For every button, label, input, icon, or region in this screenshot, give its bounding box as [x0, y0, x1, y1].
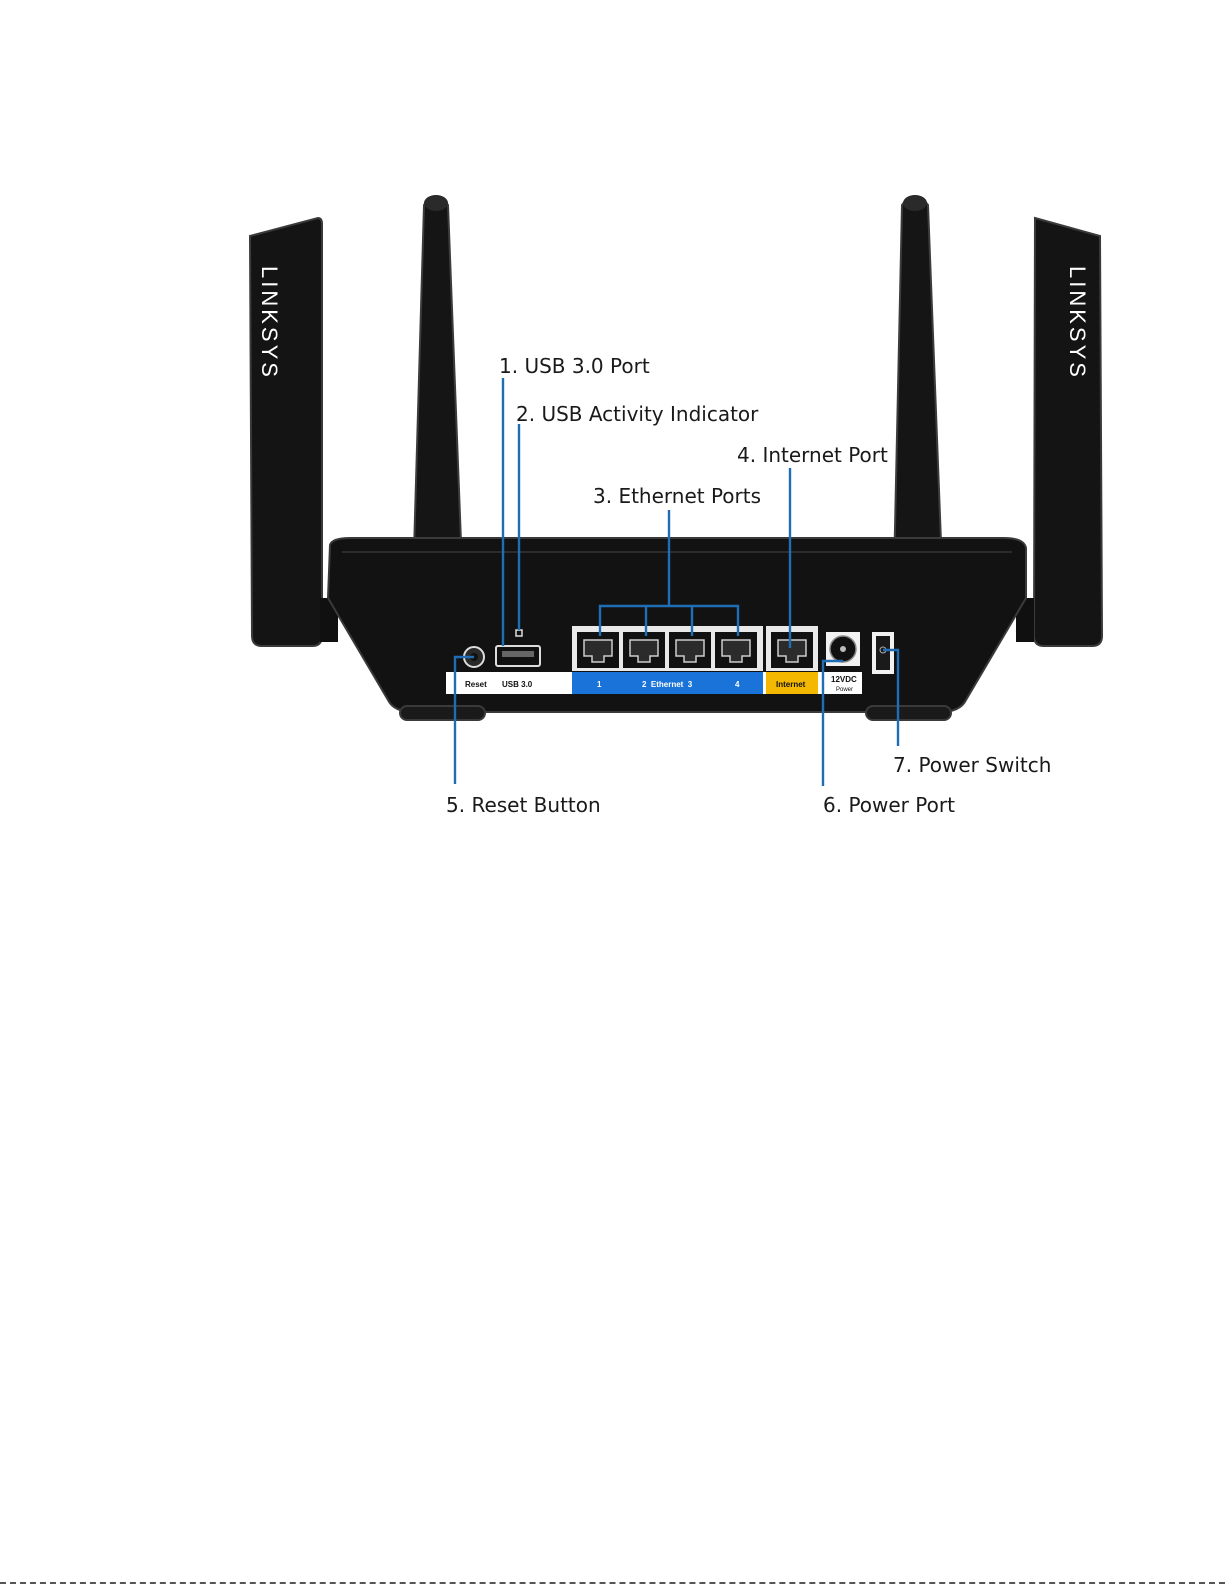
power-label: Power — [836, 687, 853, 693]
internet-label: Internet — [776, 680, 806, 689]
brand-logo-left: LINKSYS — [257, 266, 282, 380]
callout-power-port: 6. Power Port — [823, 793, 955, 817]
ethernet-port-3[interactable] — [669, 632, 711, 668]
eth-label-4: 4 — [735, 680, 740, 689]
ethernet-port-1[interactable] — [577, 632, 619, 668]
callout-usb-port: 1. USB 3.0 Port — [499, 354, 650, 378]
callout-ethernet-ports: 3. Ethernet Ports — [593, 484, 761, 508]
left-side-panel: LINKSYS — [250, 218, 322, 646]
usb-port[interactable] — [496, 646, 540, 666]
internet-port[interactable] — [766, 626, 818, 671]
right-side-panel: LINKSYS — [1034, 218, 1102, 646]
port-label-strip: Reset USB 3.0 1 2 Ethernet 3 4 Internet … — [446, 672, 862, 694]
callout-internet-port: 4. Internet Port — [737, 443, 888, 467]
eth-label-group: 2 Ethernet 3 — [642, 680, 693, 689]
callout-power-switch: 7. Power Switch — [893, 753, 1051, 777]
page-bottom-rule — [0, 1582, 1225, 1584]
reset-label: Reset — [465, 680, 487, 689]
ethernet-port-4[interactable] — [715, 632, 757, 668]
callout-usb-indicator: 2. USB Activity Indicator — [516, 402, 759, 426]
usb-label: USB 3.0 — [502, 680, 533, 689]
power-switch[interactable] — [872, 632, 894, 674]
power-voltage-label: 12VDC — [831, 675, 857, 684]
brand-logo-right: LINKSYS — [1065, 266, 1090, 380]
callout-reset-button: 5. Reset Button — [446, 793, 601, 817]
eth-label-1: 1 — [597, 680, 602, 689]
ethernet-port-2[interactable] — [623, 632, 665, 668]
